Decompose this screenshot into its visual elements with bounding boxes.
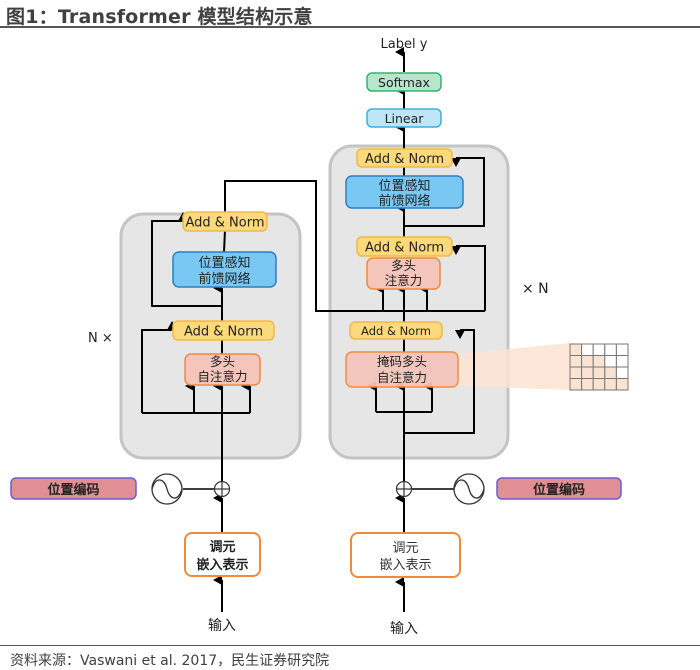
encoder-sine-icon	[151, 473, 183, 505]
mask-cell	[615, 378, 629, 391]
mask-cell	[569, 343, 583, 356]
mask-cell	[604, 343, 617, 356]
encoder-embedding-line2: 嵌入表示	[196, 557, 248, 573]
decoder-ffn-line2: 前馈网络	[378, 193, 430, 209]
decoder-positional-encoding: 位置编码	[496, 477, 622, 500]
encoder-add-norm-top: Add & Norm	[182, 211, 268, 232]
encoder-connectors	[141, 180, 485, 612]
mask-cell	[569, 355, 583, 368]
mask-cell	[615, 355, 629, 368]
linear-box: Linear	[366, 108, 442, 128]
decoder-add-norm-middle: Add & Norm	[356, 236, 453, 257]
encoder-ffn: 位置感知 前馈网络	[172, 251, 277, 288]
encoder-add-norm-bottom: Add & Norm	[172, 320, 275, 341]
figure-title: 图1：Transformer 模型结构示意	[6, 6, 313, 28]
masked-attention-line1: 掩码多头	[377, 354, 427, 369]
decoder-ffn-line1: 位置感知	[378, 178, 430, 194]
mask-cell	[615, 366, 629, 379]
title-divider	[0, 26, 700, 28]
decoder-masked-attention: 掩码多头 自注意力	[345, 351, 459, 388]
mask-cell	[581, 366, 594, 379]
encoder-add-symbol	[213, 480, 231, 498]
decoder-add-norm-middle-label: Add & Norm	[365, 241, 444, 256]
decoder-sine-icon	[453, 473, 485, 505]
mask-cell	[604, 366, 617, 379]
encoder-embedding: 调元 嵌入表示	[184, 532, 261, 577]
decoder-add-norm-bottom-label: Add & Norm	[361, 324, 431, 338]
decoder-add-symbol	[395, 480, 413, 498]
decoder-add-norm-top: Add & Norm	[356, 148, 453, 168]
encoder-repeat-label: N ×	[88, 331, 113, 346]
decoder-ffn: 位置感知 前馈网络	[345, 175, 464, 209]
encoder-add-norm-top-label: Add & Norm	[185, 216, 264, 231]
encoder-embedding-line1: 调元	[209, 540, 235, 555]
decoder-add-norm-top-label: Add & Norm	[365, 152, 444, 167]
decoder-connectors	[367, 47, 486, 612]
decoder-embedding: 调元 嵌入表示	[350, 532, 461, 578]
encoder-self-attention: 多头 自注意力	[184, 353, 261, 386]
decoder-cross-attention: 多头 注意力	[366, 257, 441, 290]
encoder-ffn-line2: 前馈网络	[198, 271, 250, 287]
mask-projection	[458, 343, 570, 390]
decoder-embedding-line2: 嵌入表示	[379, 558, 431, 573]
decoder-pos-enc-label: 位置编码	[533, 482, 585, 498]
softmax-label: Softmax	[378, 75, 430, 90]
mask-cell	[592, 355, 606, 368]
source-divider	[0, 645, 700, 646]
encoder-ffn-line1: 位置感知	[198, 255, 250, 271]
decoder-add-norm-bottom: Add & Norm	[349, 321, 443, 340]
output-label: Label y	[381, 37, 428, 52]
mask-cell	[581, 343, 594, 356]
mask-cell	[592, 366, 606, 379]
encoder-attention-line2: 自注意力	[197, 369, 247, 384]
mask-cell	[592, 343, 606, 356]
mask-cell	[581, 355, 594, 368]
mask-cell	[604, 355, 617, 368]
mask-cell	[615, 343, 629, 356]
mask-grid	[569, 343, 629, 391]
decoder-repeat-label: × N	[522, 281, 549, 297]
encoder-input-label: 输入	[208, 618, 236, 634]
encoder-positional-encoding: 位置编码	[10, 477, 137, 500]
linear-label: Linear	[385, 111, 425, 126]
softmax-box: Softmax	[366, 72, 442, 92]
encoder-add-norm-bottom-label: Add & Norm	[184, 325, 263, 340]
source-note: 资料来源：Vaswani et al. 2017，民生证券研究院	[10, 653, 330, 669]
cross-attention-line1: 多头	[391, 258, 416, 273]
encoder-attention-line1: 多头	[210, 354, 235, 369]
mask-cell	[569, 378, 583, 391]
mask-cell	[569, 366, 583, 379]
mask-cell	[581, 378, 594, 391]
cross-attention-line2: 注意力	[385, 273, 423, 288]
encoder-pos-enc-label: 位置编码	[47, 482, 99, 498]
decoder-embedding-line1: 调元	[392, 541, 418, 556]
mask-cell	[592, 378, 606, 391]
mask-cell	[604, 378, 617, 391]
masked-attention-line2: 自注意力	[377, 370, 427, 385]
decoder-input-label: 输入	[390, 621, 418, 637]
